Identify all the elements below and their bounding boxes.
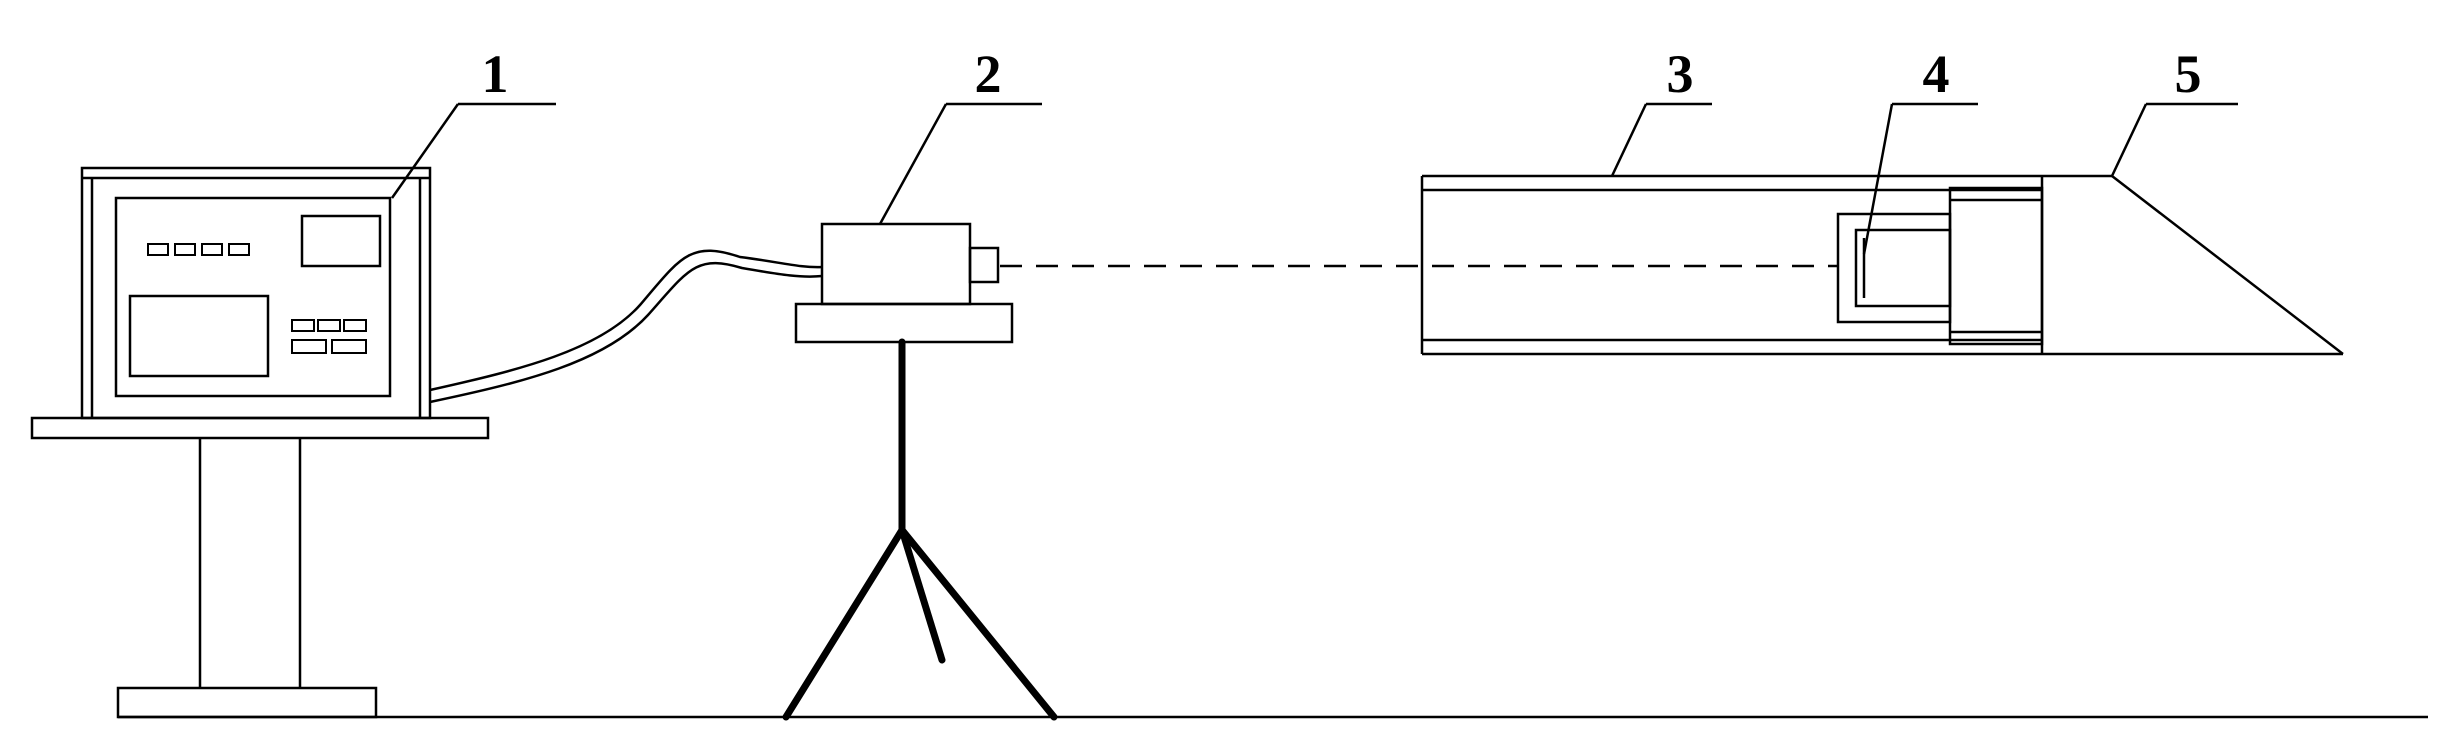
keypad-key — [291, 319, 315, 332]
keypad-key — [291, 339, 327, 354]
callout-number: 3 — [1667, 44, 1694, 104]
target-holder — [1836, 186, 2044, 346]
indicator-button — [228, 243, 250, 256]
callout-leader — [878, 103, 948, 225]
tripod-leg-left — [782, 526, 906, 721]
callout-leader — [390, 103, 460, 199]
sensor-lens — [968, 246, 1000, 284]
callout-leader — [2110, 103, 2148, 177]
sensor-on-tripod — [782, 222, 1058, 721]
indicator-button — [147, 243, 169, 256]
console-front-panel — [114, 196, 392, 398]
signal-cable-lower — [429, 261, 823, 404]
sensor-body — [820, 222, 972, 306]
callout-number: 4 — [1923, 44, 1950, 104]
indicator-button — [201, 243, 223, 256]
callout-number: 5 — [2175, 44, 2202, 104]
tapered-nose — [2040, 174, 2344, 356]
indicator-button — [174, 243, 196, 256]
mounting-plate — [794, 302, 1014, 344]
callout-5: 5 — [2110, 44, 2238, 177]
signal-cable-upper — [429, 249, 823, 392]
control-console — [30, 166, 490, 719]
callout-leader — [1862, 103, 1894, 255]
callout-number: 2 — [975, 44, 1002, 104]
tripod-leg-right — [898, 526, 1058, 721]
callout-1: 1 — [390, 44, 556, 199]
pedestal-tabletop — [30, 416, 490, 440]
keypad-key — [343, 319, 367, 332]
callout-2: 2 — [878, 44, 1042, 225]
nose-slope — [2111, 175, 2344, 355]
tripod-leg-back — [898, 526, 946, 664]
callout-4: 4 — [1862, 44, 1978, 255]
keypad-key — [331, 339, 367, 354]
keypad-key — [317, 319, 341, 332]
callout-leader — [1610, 103, 1648, 177]
main-screen — [128, 294, 270, 378]
tube-housing — [1420, 174, 2042, 356]
callout-number: 1 — [482, 44, 509, 104]
readout-display — [300, 214, 382, 268]
holder-flange — [1948, 186, 2044, 346]
console-cabinet — [80, 166, 432, 420]
pedestal-base — [116, 686, 378, 719]
callout-3: 3 — [1610, 44, 1712, 177]
target-inner — [1854, 228, 1952, 308]
